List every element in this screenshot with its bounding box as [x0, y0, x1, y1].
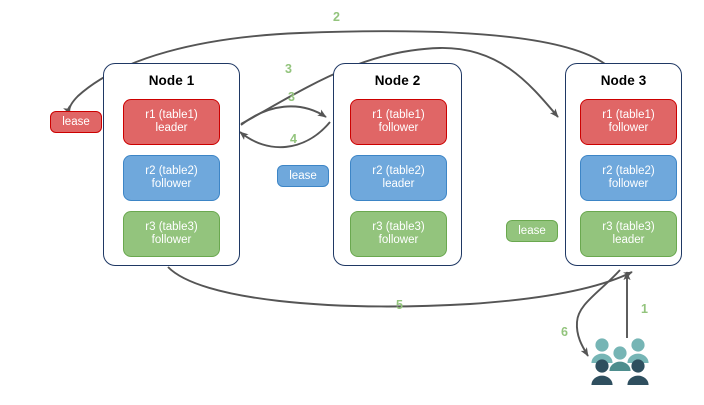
replica-n3-r3[interactable]: r3 (table3)leader — [580, 211, 677, 257]
replica-name: r1 (table1) — [602, 108, 655, 121]
replica-role: follower — [378, 234, 419, 246]
label-2: 2 — [333, 10, 340, 24]
replica-n1-r3[interactable]: r3 (table3)follower — [123, 211, 220, 257]
node-title-2: Node 2 — [374, 73, 421, 88]
label-3b: 3 — [288, 90, 295, 104]
lease-label: lease — [62, 116, 90, 128]
replica-role: follower — [151, 234, 192, 246]
replica-name: r3 (table3) — [602, 220, 655, 233]
replica-role: follower — [608, 178, 649, 190]
replica-name: r2 (table2) — [372, 164, 425, 177]
replica-n3-r2[interactable]: r2 (table2)follower — [580, 155, 677, 201]
label-6: 6 — [561, 325, 568, 339]
clients-icon-svg — [591, 338, 649, 385]
replica-name: r3 (table3) — [372, 220, 425, 233]
clients-icon — [588, 336, 652, 388]
replica-role: follower — [378, 122, 419, 134]
replica-n1-r2[interactable]: r2 (table2)follower — [123, 155, 220, 201]
replica-name: r1 (table1) — [372, 108, 425, 121]
replica-role: leader — [155, 122, 188, 134]
edge-4-path — [239, 121, 331, 149]
replica-role: leader — [612, 234, 645, 246]
replica-n3-r1[interactable]: r1 (table1)follower — [580, 99, 677, 145]
replica-n2-r2[interactable]: r2 (table2)leader — [350, 155, 447, 201]
replica-n2-r3[interactable]: r3 (table3)follower — [350, 211, 447, 257]
label-4: 4 — [290, 132, 297, 146]
edge-3b-path — [240, 105, 327, 126]
lease-green[interactable]: lease — [506, 220, 558, 242]
lease-blue[interactable]: lease — [277, 165, 329, 187]
lease-red[interactable]: lease — [50, 111, 102, 133]
replica-n2-r1[interactable]: r1 (table1)follower — [350, 99, 447, 145]
node-title-1: Node 1 — [148, 73, 195, 88]
replica-role: follower — [608, 122, 649, 134]
lease-label: lease — [289, 170, 317, 182]
replica-n1-r1[interactable]: r1 (table1)leader — [123, 99, 220, 145]
replica-name: r1 (table1) — [145, 108, 198, 121]
label-5: 5 — [396, 298, 403, 312]
label-3a: 3 — [285, 62, 292, 76]
replica-role: leader — [382, 178, 415, 190]
replica-name: r2 (table2) — [145, 164, 198, 177]
replica-name: r3 (table3) — [145, 220, 198, 233]
replica-role: follower — [151, 178, 192, 190]
node-title-3: Node 3 — [600, 73, 647, 88]
lease-label: lease — [518, 225, 546, 237]
label-1: 1 — [641, 302, 648, 316]
replica-name: r2 (table2) — [602, 164, 655, 177]
